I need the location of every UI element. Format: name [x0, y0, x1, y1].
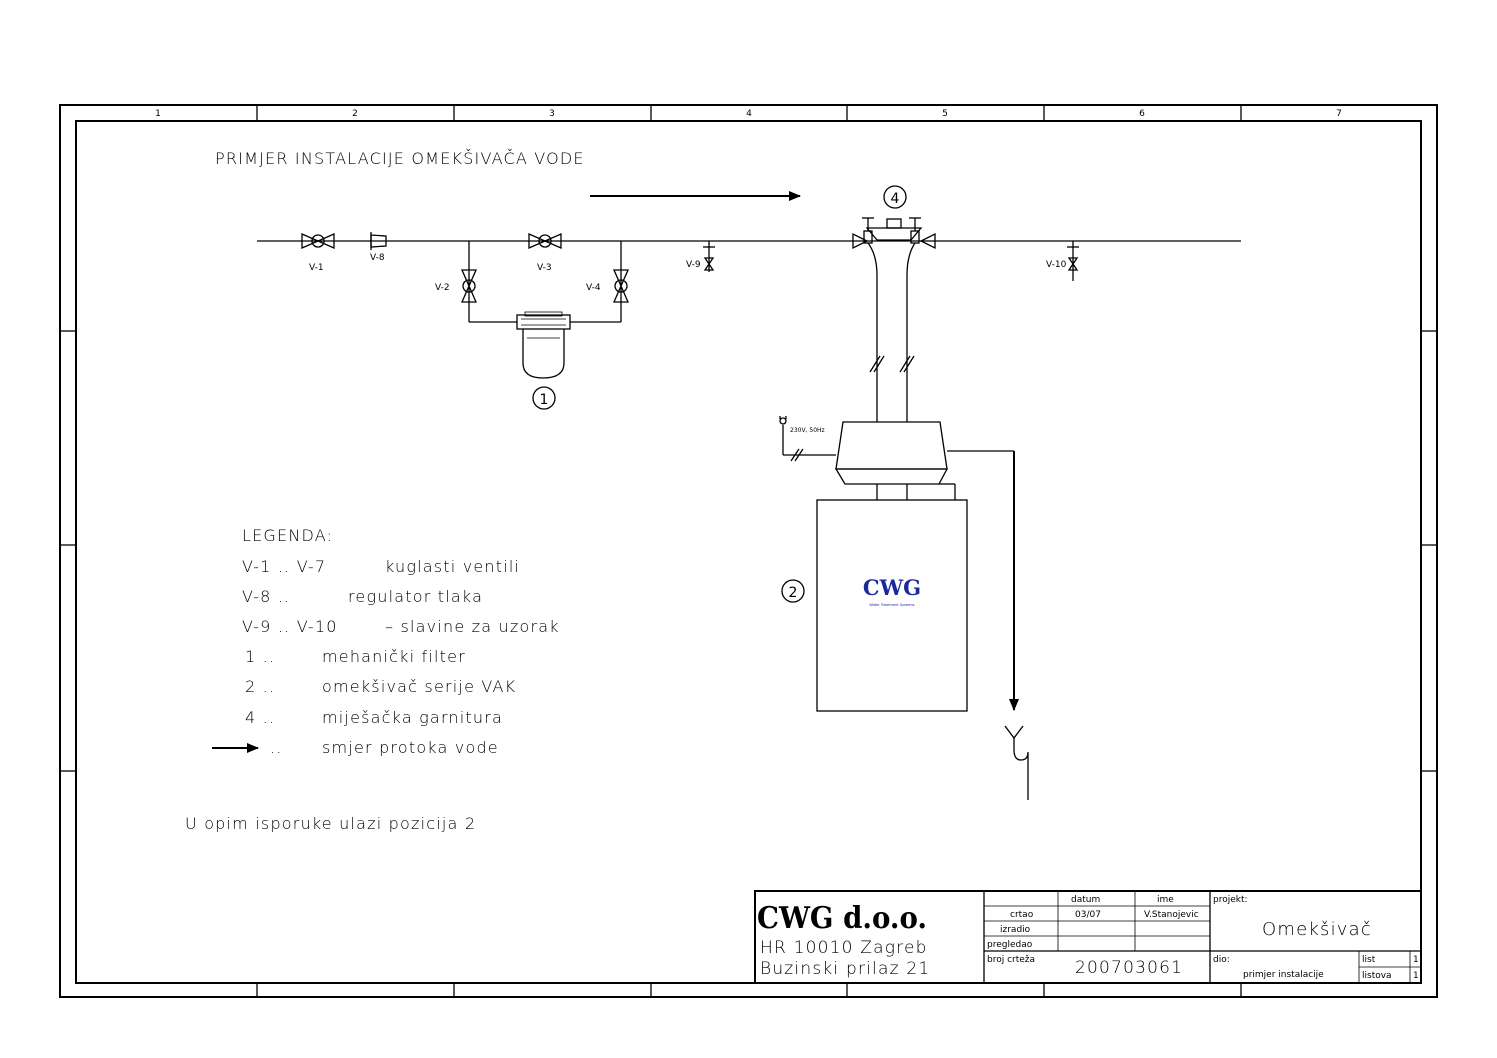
sampling-tap-v9-icon	[703, 241, 715, 272]
valve-v1-icon	[301, 233, 335, 249]
projekt-value: Omekšivač	[1262, 919, 1372, 940]
sheet-frame	[59, 104, 1438, 998]
column-number: 3	[549, 109, 555, 119]
mixing-set-icon	[852, 217, 936, 250]
position-4-marker	[883, 185, 907, 209]
legend-key: 2 ..	[245, 677, 275, 696]
list-label: list	[1362, 955, 1376, 965]
header-ime: ime	[1157, 895, 1174, 905]
legend-key: 4 ..	[245, 708, 275, 727]
legend-desc: mehanički filter	[322, 647, 466, 666]
title-block	[754, 890, 1422, 984]
valve-v10-label: V-10	[1046, 260, 1067, 270]
position-4-number: 4	[891, 191, 900, 207]
dio-value: primjer instalacije	[1243, 970, 1324, 980]
mechanical-filter-icon	[516, 311, 571, 379]
legend-desc: kuglasti ventili	[385, 557, 520, 576]
drain-line	[947, 450, 1029, 800]
legend-desc: regulator tlaka	[348, 587, 483, 606]
legend: LEGENDA: V-1 .. V-7 kuglasti ventili V-8…	[212, 526, 560, 757]
valve-v4-label: V-4	[586, 283, 601, 293]
list-value: 1	[1413, 955, 1419, 965]
legend-desc: omekšivač serije VAK	[322, 677, 516, 696]
valve-v2-label: V-2	[435, 283, 450, 293]
position-2-marker	[781, 579, 805, 603]
header-datum: datum	[1071, 895, 1100, 905]
listova-label: listova	[1362, 971, 1392, 981]
valve-v3-label: V-3	[537, 263, 552, 273]
column-number: 4	[746, 109, 752, 119]
legend-title: LEGENDA:	[242, 526, 333, 545]
row-pregledao: pregledao	[987, 940, 1033, 950]
company-address-line2: Buzinski prilaz 21	[760, 959, 930, 979]
water-softener-cabinet	[816, 499, 968, 712]
row-izradio: izradio	[1000, 925, 1031, 935]
legend-key: V-1 .. V-7	[242, 557, 326, 576]
unit-logo: CWG	[863, 575, 921, 600]
valve-v4-icon	[613, 269, 629, 303]
valve-v2-icon	[461, 269, 477, 303]
legend-key: 1 ..	[245, 647, 275, 666]
power-cable	[779, 416, 836, 462]
position-1-number: 1	[540, 392, 549, 408]
valve-v1-label: V-1	[309, 263, 324, 273]
company-address-line1: HR 10010 Zagreb	[760, 938, 928, 958]
valve-v3-icon	[528, 233, 562, 249]
column-number: 1	[155, 109, 161, 119]
drawing-title: PRIMJER INSTALACIJE OMEKŠIVAČA VODE	[215, 149, 585, 168]
connection-hoses	[867, 242, 916, 422]
column-numbers: 1 2 3 4 5 6 7	[155, 109, 1342, 119]
column-number: 2	[352, 109, 358, 119]
legend-desc: smjer protoka vode	[322, 738, 499, 757]
dio-label: dio:	[1213, 955, 1230, 965]
control-valve-head-icon	[834, 421, 956, 500]
column-number: 7	[1336, 109, 1342, 119]
valve-v8-label: V-8	[370, 253, 385, 263]
column-number: 5	[942, 109, 948, 119]
legend-desc: – slavine za uzorak	[385, 617, 560, 636]
legend-desc: miješačka garnitura	[322, 708, 503, 727]
delivery-scope-note: U opim isporuke ulazi pozicija 2	[185, 814, 476, 833]
crtao-ime: V.Stanojevic	[1144, 910, 1199, 920]
legend-key: V-9 .. V-10	[242, 617, 338, 636]
column-number: 6	[1139, 109, 1145, 119]
company-logo: CWG d.o.o.	[757, 900, 927, 935]
position-1-marker	[532, 386, 556, 410]
crtao-datum: 03/07	[1075, 910, 1101, 920]
legend-key: V-8 ..	[242, 587, 290, 606]
drawing-number: 200703061	[1075, 958, 1183, 978]
listova-value: 1	[1413, 971, 1419, 981]
main-pipe	[257, 240, 1241, 323]
valve-v9-label: V-9	[686, 260, 701, 270]
power-supply-label: 230V, 50Hz	[790, 427, 825, 434]
legend-key: ..	[270, 738, 283, 757]
position-2-number: 2	[789, 585, 798, 601]
row-broj-crteza: broj crteža	[987, 955, 1035, 965]
projekt-label: projekt:	[1213, 895, 1248, 905]
unit-sublabel: Water Treatment Systems	[869, 603, 914, 607]
row-crtao: crtao	[1010, 910, 1034, 920]
sampling-tap-v10-icon	[1067, 241, 1079, 281]
pressure-regulator-icon	[370, 232, 387, 250]
